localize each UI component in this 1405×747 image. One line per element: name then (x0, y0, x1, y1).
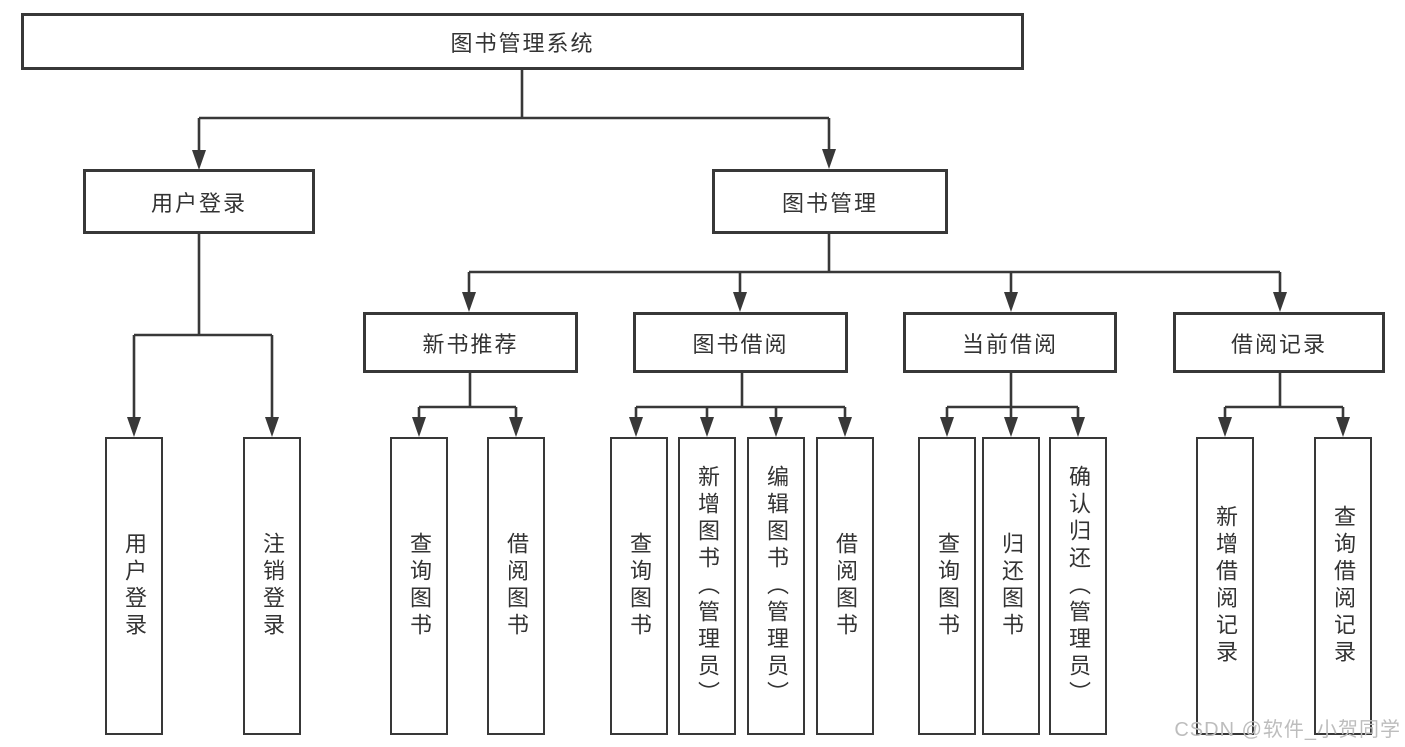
leaf-borrow-books-recommend-label: 借阅图书 (504, 532, 529, 640)
leaf-query-borrow-record: 查询借阅记录 (1314, 437, 1372, 735)
node-current-borrow-label: 当前借阅 (961, 331, 1058, 357)
node-library-management-system: 图书管理系统 (21, 13, 1024, 70)
leaf-logout: 注销登录 (243, 437, 301, 735)
csdn-watermark: CSDN @软件_小贺同学 (1174, 719, 1401, 741)
leaf-return-books: 归还图书 (982, 437, 1040, 735)
leaf-add-books-admin: 新增图书（管理员） (678, 437, 736, 735)
leaf-confirm-return-admin: 确认归还（管理员） (1049, 437, 1107, 735)
leaf-edit-books-admin-label: 编辑图书（管理员） (764, 464, 789, 708)
leaf-add-borrow-record: 新增借阅记录 (1196, 437, 1254, 735)
node-book-borrow-label: 图书借阅 (692, 331, 789, 357)
connector-current-borrow-to-leaves (940, 373, 1085, 437)
connector-root-to-level2 (192, 70, 836, 170)
node-book-borrow: 图书借阅 (633, 312, 848, 373)
node-new-book-recommend-label: 新书推荐 (422, 331, 519, 357)
node-borrow-record-label: 借阅记录 (1230, 331, 1327, 357)
node-book-management-branch: 图书管理 (712, 169, 948, 234)
leaf-add-borrow-record-label: 新增借阅记录 (1213, 505, 1238, 667)
leaf-query-books-borrow-label: 查询图书 (627, 532, 652, 640)
connector-new-book-to-leaves (412, 373, 523, 437)
node-new-book-recommend: 新书推荐 (363, 312, 578, 373)
leaf-confirm-return-admin-label: 确认归还（管理员） (1066, 464, 1091, 708)
node-user-login-branch: 用户登录 (83, 169, 315, 234)
connector-book-borrow-to-leaves (629, 373, 852, 437)
leaf-user-login-label: 用户登录 (122, 532, 147, 640)
connector-book-management-to-level3 (462, 234, 1287, 312)
node-current-borrow: 当前借阅 (903, 312, 1117, 373)
node-user-login-branch-label: 用户登录 (150, 190, 247, 216)
node-book-management-branch-label: 图书管理 (781, 190, 878, 216)
leaf-query-books-current: 查询图书 (918, 437, 976, 735)
leaf-user-login: 用户登录 (105, 437, 163, 735)
leaf-logout-label: 注销登录 (260, 532, 285, 640)
node-borrow-record: 借阅记录 (1173, 312, 1385, 373)
leaf-query-borrow-record-label: 查询借阅记录 (1331, 505, 1356, 667)
leaf-add-books-admin-label: 新增图书（管理员） (695, 464, 720, 708)
leaf-query-books-borrow: 查询图书 (610, 437, 668, 735)
leaf-return-books-label: 归还图书 (999, 532, 1024, 640)
leaf-borrow-books: 借阅图书 (816, 437, 874, 735)
leaf-query-books-current-label: 查询图书 (935, 532, 960, 640)
leaf-edit-books-admin: 编辑图书（管理员） (747, 437, 805, 735)
leaf-query-books-recommend-label: 查询图书 (407, 532, 432, 640)
leaf-query-books-recommend: 查询图书 (390, 437, 448, 735)
connector-borrow-record-to-leaves (1218, 373, 1350, 437)
leaf-borrow-books-label: 借阅图书 (833, 532, 858, 640)
connector-user-login-to-leaves (127, 234, 279, 437)
node-library-management-system-label: 图书管理系统 (450, 30, 595, 56)
leaf-borrow-books-recommend: 借阅图书 (487, 437, 545, 735)
